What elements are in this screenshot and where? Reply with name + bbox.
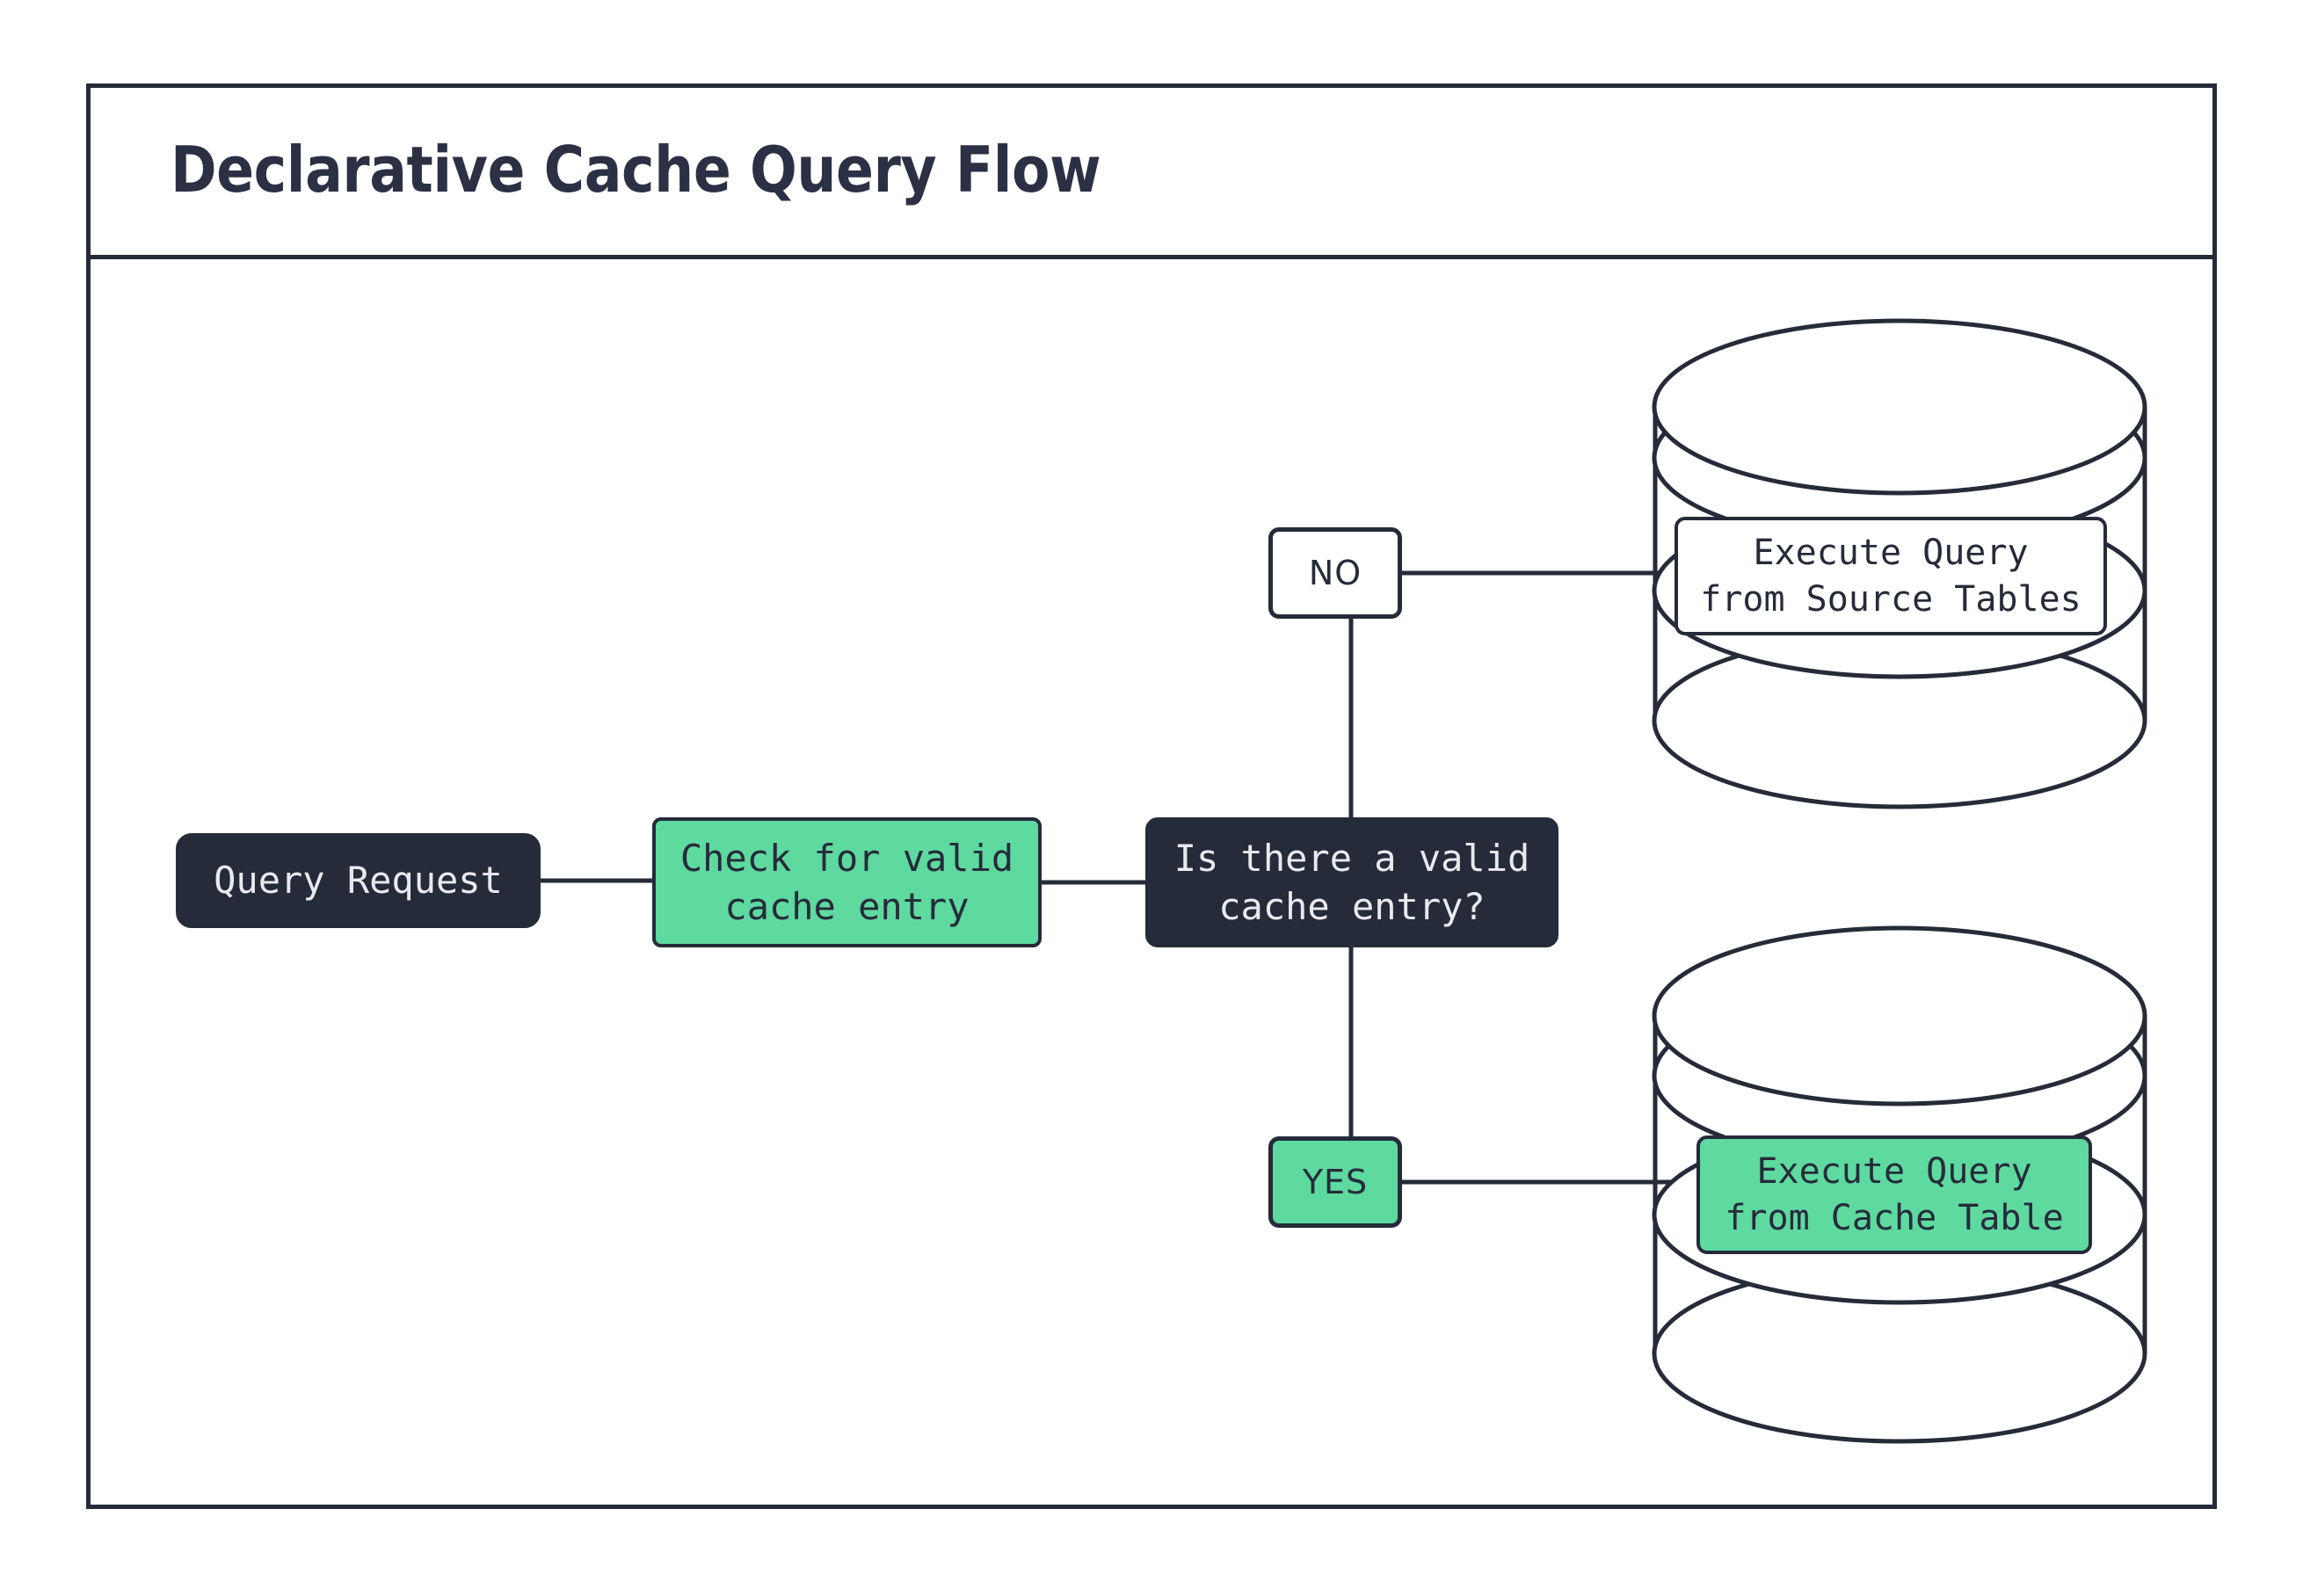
node-decision-valid-cache-entry[interactable]: Is there a valid cache entry? — [1145, 817, 1558, 947]
node-execute-query-from-source-tables[interactable]: Execute Query from Source Tables — [1675, 517, 2107, 635]
node-query-request[interactable]: Query Request — [176, 833, 541, 928]
branch-label-no[interactable]: NO — [1268, 527, 1402, 619]
branch-label-yes[interactable]: YES — [1268, 1136, 1402, 1228]
diagram-title-bar: Declarative Cache Query Flow — [86, 83, 2217, 259]
node-execute-query-from-cache-table[interactable]: Execute Query from Cache Table — [1696, 1135, 2092, 1254]
page-title: Declarative Cache Query Flow — [171, 132, 1101, 207]
node-check-for-valid-cache-entry[interactable]: Check for valid cache entry — [652, 817, 1042, 947]
diagram-frame — [86, 83, 2217, 1509]
